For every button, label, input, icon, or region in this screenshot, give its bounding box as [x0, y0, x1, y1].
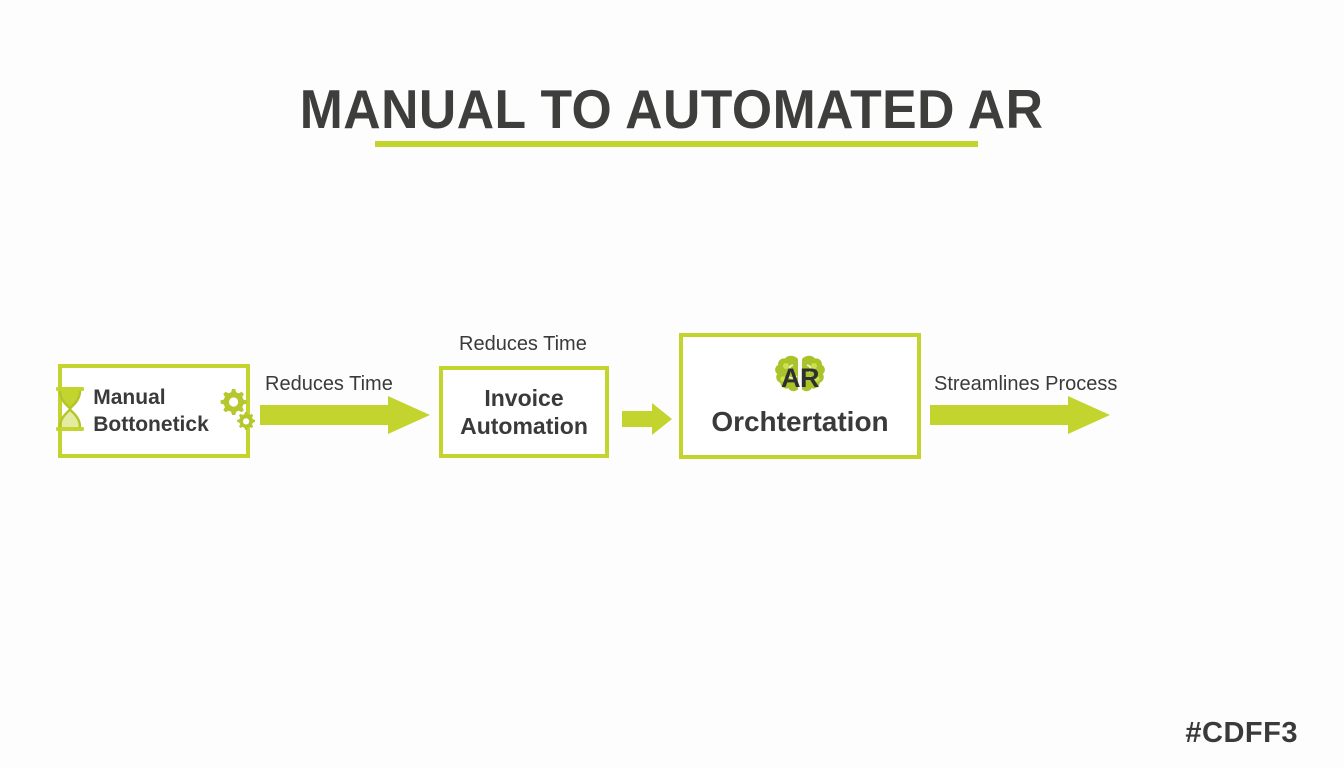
edge-label-reduces-time-2: Reduces Time [459, 333, 587, 355]
edge-label-reduces-time-1: Reduces Time [265, 373, 393, 395]
gears-icon [215, 387, 255, 436]
flow-node-manual-label: Manual Bottonetick [93, 384, 209, 438]
flow-node-manual-label-line2: Bottonetick [93, 413, 209, 436]
flow-node-manual-bottleneck[interactable]: Manual Bottonetick [56, 364, 255, 458]
page-title-text: MANUAL TO AUTOMATED AR [300, 78, 1044, 140]
flow-node-invoice-label-line2: Automation [460, 413, 588, 439]
flow-node-ar-label: Orchtertation [711, 406, 889, 437]
hourglass-icon [53, 386, 87, 437]
edge-label-streamlines-process: Streamlines Process [934, 373, 1118, 395]
flow-node-manual-label-line1: Manual [93, 386, 166, 409]
flow-node-invoice-label: Invoice Automation [460, 384, 588, 440]
flow-node-invoice-label-line1: Invoice [484, 385, 564, 411]
footer-color-code: #CDFF3 [1185, 717, 1298, 749]
flow-arrow-3 [930, 396, 1110, 434]
ar-badge-text: AR [781, 362, 820, 393]
process-flow-diagram: Manual Bottonetick Reduces Time [0, 320, 1344, 480]
flow-arrow-1 [260, 396, 430, 434]
title-underline [375, 141, 978, 147]
flow-node-invoice-automation[interactable]: Invoice Automation [439, 366, 609, 458]
flow-node-ar-orchestration[interactable]: AR Orchtertation [679, 333, 921, 459]
flow-arrow-2 [622, 403, 672, 435]
page-title: MANUAL TO AUTOMATED AR [0, 78, 1344, 140]
brain-icon: AR [771, 353, 829, 403]
